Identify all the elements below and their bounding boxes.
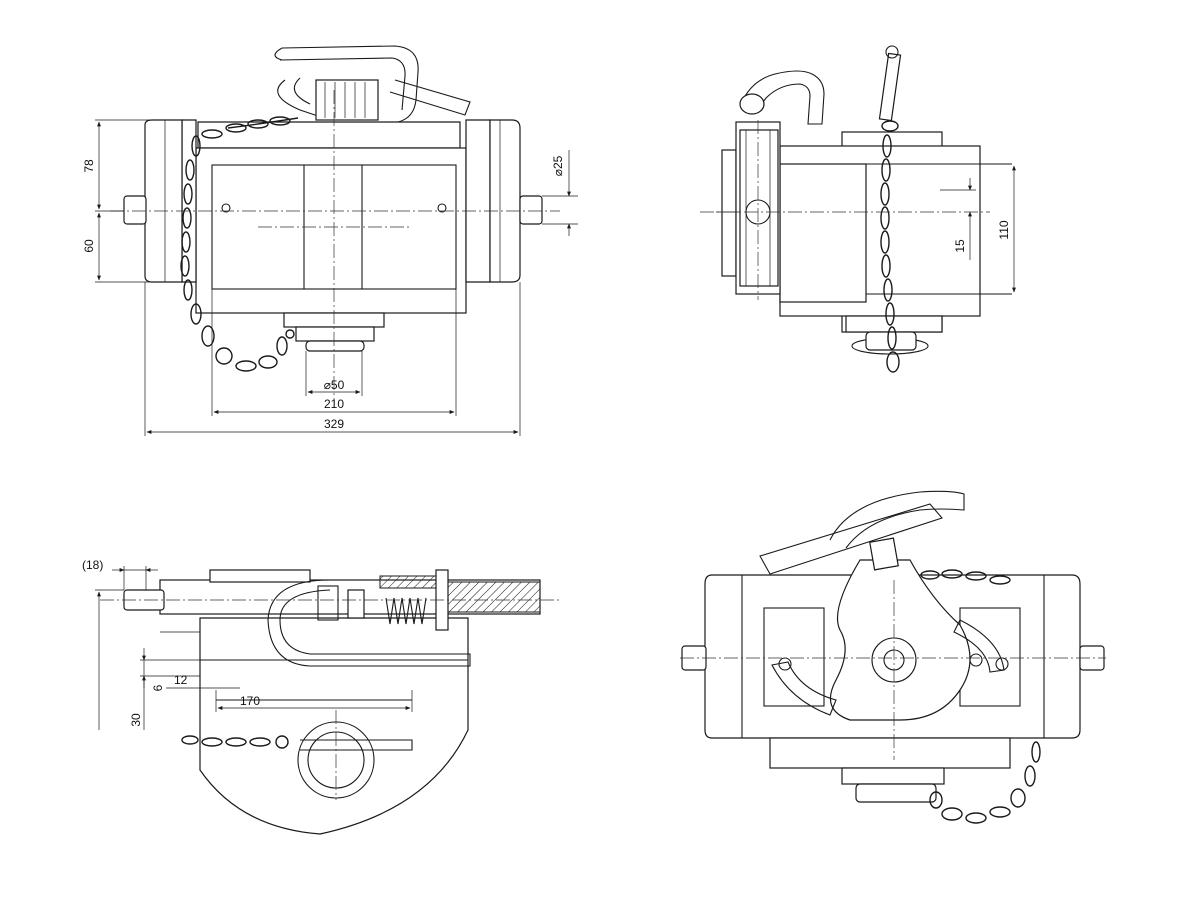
main-housing bbox=[195, 147, 467, 314]
left-flange bbox=[144, 119, 183, 283]
view-side: 15 110 bbox=[700, 45, 1016, 373]
housing-section bbox=[199, 617, 469, 835]
dim-6: 6 bbox=[151, 684, 165, 691]
chain bbox=[180, 116, 299, 372]
dim-170: 170 bbox=[240, 694, 260, 708]
view-front: 78 60 ⌀25 ⌀50 210 329 bbox=[82, 45, 578, 436]
dim-110: 110 bbox=[997, 220, 1011, 239]
dim-18: (18) bbox=[82, 558, 103, 572]
dim-210: 210 bbox=[324, 397, 344, 411]
chain-side bbox=[880, 120, 900, 373]
dim-15: 15 bbox=[953, 239, 967, 253]
right-flange bbox=[489, 119, 521, 283]
view-section: (18) 6 12 170 30 bbox=[82, 558, 560, 835]
chain-rear bbox=[920, 569, 1041, 824]
dim-30: 30 bbox=[129, 713, 143, 727]
view-rear bbox=[680, 490, 1106, 824]
dim-12: 12 bbox=[174, 673, 188, 687]
spring bbox=[317, 585, 427, 625]
dim-329: 329 bbox=[324, 417, 344, 431]
dim-78: 78 bbox=[82, 159, 96, 173]
cam-plate bbox=[829, 559, 971, 721]
latch-block bbox=[315, 79, 379, 121]
dim-dia25: ⌀25 bbox=[551, 155, 565, 176]
chain-bottom bbox=[181, 735, 289, 749]
dim-60: 60 bbox=[82, 239, 96, 253]
dim-dia50: ⌀50 bbox=[324, 378, 345, 392]
